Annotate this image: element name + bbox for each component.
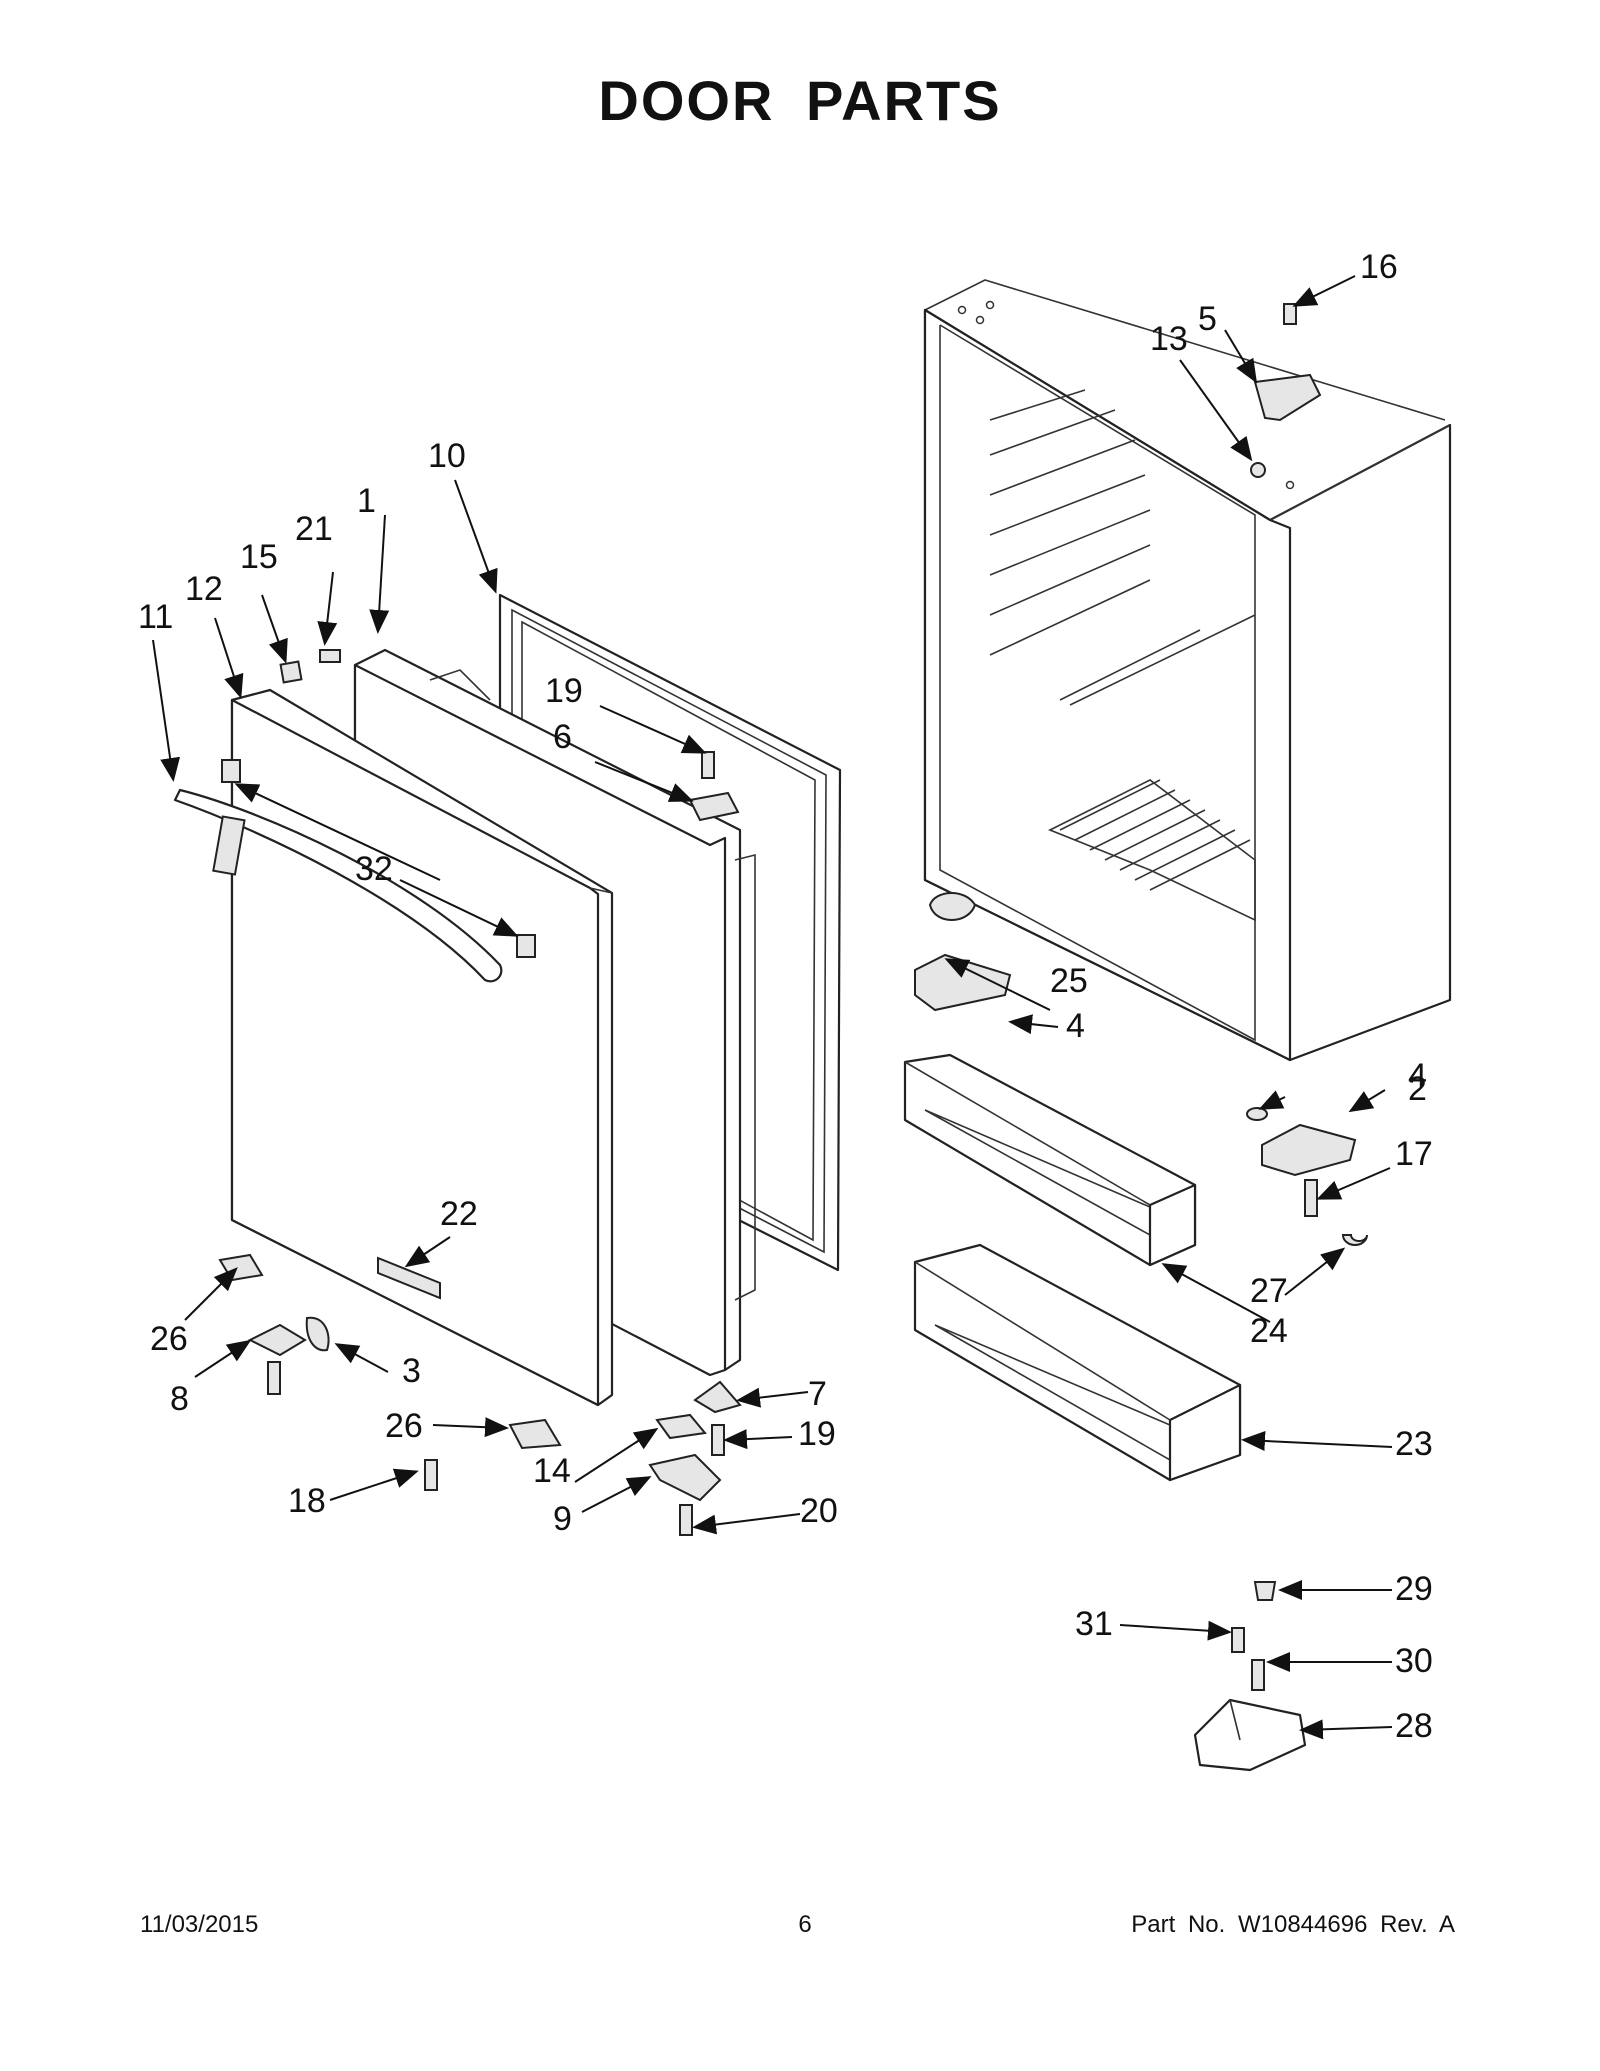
callout-21: 21: [295, 510, 333, 548]
callout-25: 25: [1050, 962, 1088, 1000]
callout-3: 3: [402, 1352, 421, 1390]
callout-1: 1: [357, 482, 376, 520]
callout-26b: 26: [385, 1407, 423, 1445]
callout-30: 30: [1395, 1642, 1433, 1680]
callout-4a: 4: [1066, 1007, 1085, 1045]
callout-32: 32: [355, 850, 393, 888]
callout-11: 11: [138, 598, 173, 636]
callout-labels: 1 2 3 4 4 5 6 7 8 9 10 11 12 13 14 15 16…: [138, 248, 1433, 1745]
callout-28: 28: [1395, 1707, 1433, 1745]
callout-6: 6: [553, 718, 572, 756]
footer-page-number: 6: [798, 1911, 812, 1938]
footer-part-number: Part No. W10844696 Rev. A: [1131, 1911, 1455, 1938]
callout-27: 27: [1250, 1272, 1288, 1310]
callout-18: 18: [288, 1482, 326, 1520]
leader-lines: [152, 275, 1393, 1740]
door-bins: [903, 1053, 1307, 1772]
callout-4b: 4: [1408, 1057, 1427, 1095]
hinge-and-hardware: [218, 303, 1368, 1536]
page-title: DOOR PARTS: [598, 69, 1002, 132]
callout-23: 23: [1395, 1425, 1433, 1463]
callout-26a: 26: [150, 1320, 188, 1358]
footer-date: 11/03/2015: [140, 1911, 259, 1938]
callout-15: 15: [240, 538, 278, 576]
callout-14: 14: [533, 1452, 571, 1490]
callout-16: 16: [1360, 248, 1398, 286]
callout-7: 7: [808, 1375, 827, 1413]
callout-2: 2: [1408, 1070, 1427, 1108]
callout-22: 22: [440, 1195, 478, 1233]
callout-8: 8: [170, 1380, 189, 1418]
callout-19b: 19: [798, 1415, 836, 1453]
callout-19a: 19: [545, 672, 583, 710]
refrigerator-cabinet: [923, 279, 1452, 1062]
callout-10: 10: [428, 437, 466, 475]
callout-29: 29: [1395, 1570, 1433, 1608]
callout-20: 20: [800, 1492, 838, 1530]
callout-13: 13: [1150, 320, 1188, 358]
callout-17: 17: [1395, 1135, 1433, 1173]
callout-24: 24: [1250, 1312, 1288, 1350]
door-handle: [173, 759, 536, 983]
callout-9: 9: [553, 1500, 572, 1538]
callout-31: 31: [1075, 1605, 1113, 1643]
callout-5: 5: [1198, 300, 1217, 338]
callout-12: 12: [185, 570, 223, 608]
